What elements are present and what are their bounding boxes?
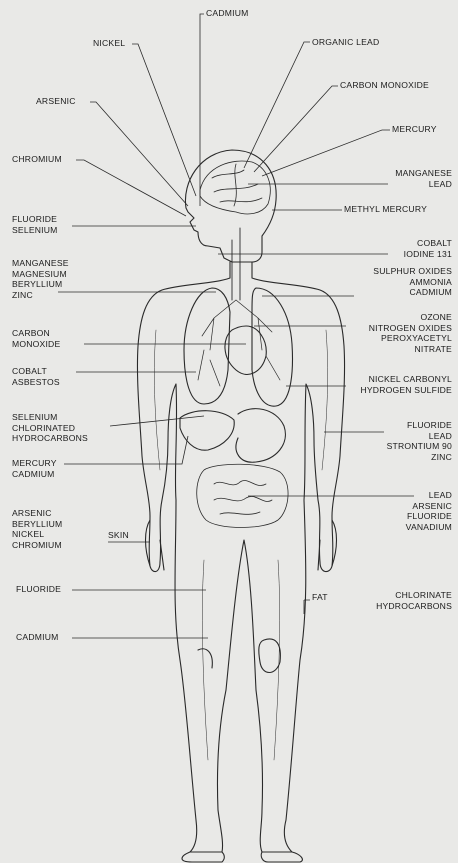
- label-cobalt-asbestos: COBALT ASBESTOS: [12, 366, 60, 387]
- label-sulphur-group: SULPHUR OXIDES AMMONIA CADMIUM: [373, 266, 452, 298]
- label-chromium: CHROMIUM: [12, 154, 62, 165]
- label-mn-group: MANGANESE MAGNESIUM BERYLLIUM ZINC: [12, 258, 69, 300]
- lung-right: [252, 288, 292, 406]
- label-chlorinate: CHLORINATE HYDROCARBONS: [376, 590, 452, 611]
- liver: [180, 411, 234, 450]
- label-fluoride-left: FLUORIDE: [16, 584, 61, 595]
- knee-left: [198, 649, 212, 668]
- label-organic-lead: ORGANIC LEAD: [312, 37, 379, 48]
- knee-right: [259, 639, 281, 673]
- bronchi: [198, 300, 280, 386]
- label-arsenic: ARSENIC: [36, 96, 76, 107]
- leader-chromium: [76, 160, 186, 216]
- lung-left: [184, 288, 230, 404]
- left-hand: [146, 520, 165, 570]
- right-hand: [318, 520, 337, 570]
- label-lead-group: LEAD ARSENIC FLUORIDE VANADIUM: [406, 490, 452, 532]
- brain: [200, 161, 270, 214]
- label-cadmium-top: CADMIUM: [206, 8, 248, 19]
- leader-nickel: [132, 44, 196, 196]
- label-fluoride-selenium: FLUORIDE SELENIUM: [12, 214, 58, 235]
- label-selenium-group: SELENIUM CHLORINATED HYDROCARBONS: [12, 412, 88, 444]
- head-outline: [185, 150, 276, 262]
- left-foot: [182, 852, 224, 862]
- stomach: [236, 409, 285, 463]
- leader-organic-lead: [244, 42, 310, 168]
- label-skin: SKIN: [108, 530, 129, 541]
- label-arsenic-group: ARSENIC BERYLLIUM NICKEL CHROMIUM: [12, 508, 62, 550]
- vessels: [154, 330, 327, 760]
- leader-selenium-group: [110, 416, 204, 426]
- trachea: [232, 228, 240, 300]
- label-ozone-group: OZONE NITROGEN OXIDES PEROXYACETYL NITRA…: [369, 312, 452, 354]
- heart: [225, 326, 266, 374]
- label-methyl-mercury: METHYL MERCURY: [344, 204, 427, 215]
- body-outline: [137, 262, 344, 852]
- label-cobalt-iodine: COBALT IODINE 131: [404, 238, 452, 259]
- label-carbon-monoxide-top: CARBON MONOXIDE: [340, 80, 429, 91]
- label-nickel-carbonyl: NICKEL CARBONYL HYDROGEN SULFIDE: [360, 374, 452, 395]
- right-foot: [261, 852, 302, 862]
- leader-carbon-monoxide-top: [254, 86, 338, 172]
- label-manganese-lead: MANGANESE LEAD: [395, 168, 452, 189]
- leader-mercury-top: [262, 130, 390, 176]
- label-fat: FAT: [312, 592, 328, 603]
- label-carbon-monoxide-left: CARBON MONOXIDE: [12, 328, 60, 349]
- label-cadmium-bottom: CADMIUM: [16, 632, 58, 643]
- label-mercury-top: MERCURY: [392, 124, 437, 135]
- label-nickel: NICKEL: [93, 38, 125, 49]
- leader-cadmium-top: [200, 14, 204, 206]
- label-fluoride-lead-sr: FLUORIDE LEAD STRONTIUM 90 ZINC: [387, 420, 452, 462]
- label-mercury-cadmium: MERCURY CADMIUM: [12, 458, 57, 479]
